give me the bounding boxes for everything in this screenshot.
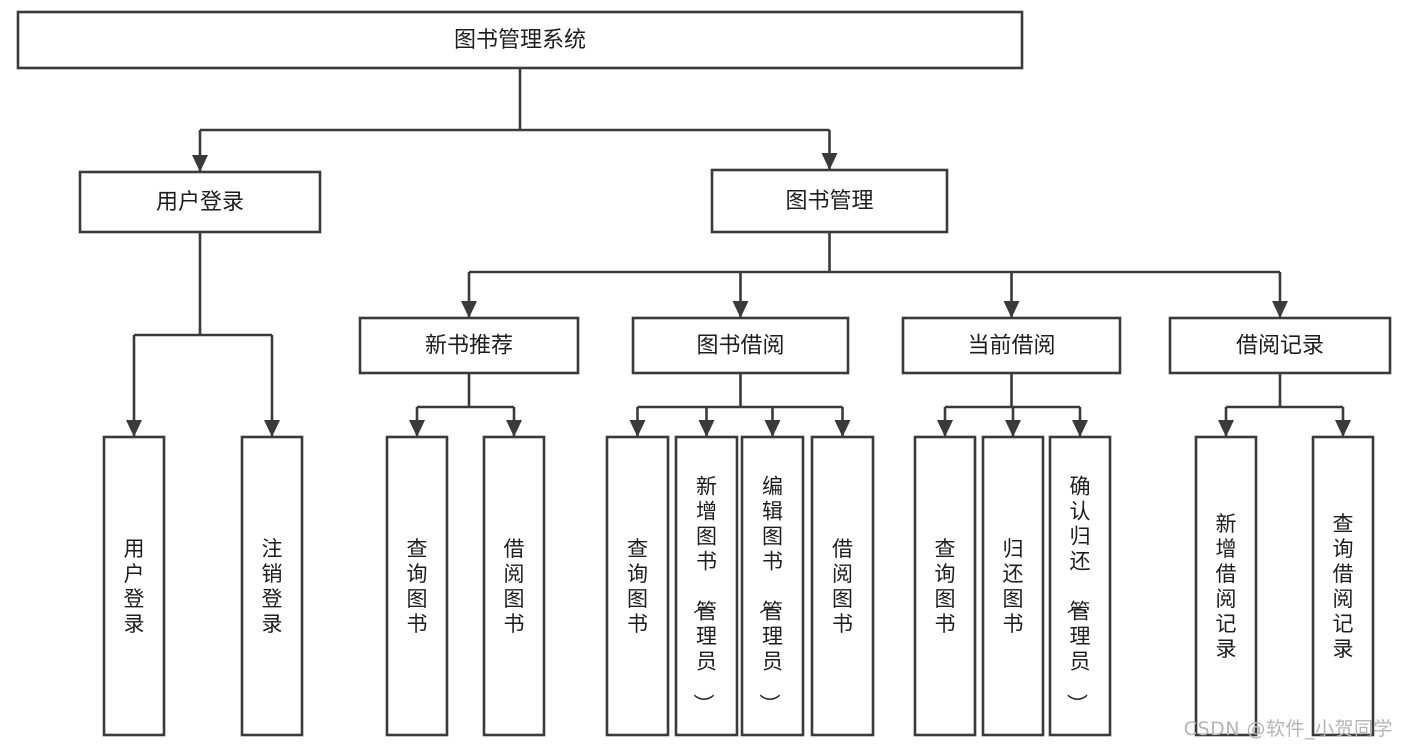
leaf-1-2-box[interactable]: [740, 435, 805, 737]
arrow-head-icon: [264, 420, 280, 437]
arrow-head-icon: [732, 301, 749, 318]
arrow-head-icon: [629, 420, 646, 437]
leaf-2-0[interactable]: 查询图书: [913, 435, 977, 737]
connector-layer: [126, 68, 1351, 437]
leaf-1-0-box[interactable]: [605, 435, 670, 737]
leaf-2-1-label: 归还图书: [1003, 537, 1024, 636]
leaf-user-0[interactable]: 用户登录: [102, 435, 166, 737]
node-sub-2-box[interactable]: [901, 316, 1122, 375]
leaf-0-1-label: 借阅图书: [504, 537, 525, 636]
node-sub-1-label: 图书借阅: [696, 334, 784, 359]
arrow-head-icon: [1335, 420, 1351, 437]
arrow-head-icon: [1218, 420, 1234, 437]
leaf-user-1-label: 注销登录: [262, 537, 283, 636]
node-sub-0[interactable]: 新书推荐: [358, 316, 580, 375]
leaf-3-0[interactable]: 新增借阅记录: [1194, 435, 1258, 737]
arrow-head-icon: [1003, 301, 1020, 318]
node-sub-3-box[interactable]: [1168, 316, 1392, 375]
node-sub-3[interactable]: 借阅记录: [1168, 316, 1392, 375]
leaf-0-1[interactable]: 借阅图书: [482, 435, 546, 737]
arrow-head-icon: [764, 420, 781, 437]
leaf-3-0-label: 新增借阅记录: [1216, 512, 1237, 661]
arrow-head-icon: [834, 420, 851, 437]
leaf-2-1[interactable]: 归还图书: [981, 435, 1045, 737]
node-book-management-box[interactable]: [710, 168, 949, 234]
leaf-2-0-box[interactable]: [913, 435, 977, 737]
leaf-3-0-box[interactable]: [1194, 435, 1258, 737]
leaf-user-1-box[interactable]: [240, 435, 304, 737]
arrow-head-icon: [409, 420, 425, 437]
leaf-user-0-label: 用户登录: [124, 537, 145, 636]
leaf-1-1[interactable]: 新增图书（管理员）: [674, 435, 739, 737]
node-user-login-label: 用户登录: [156, 190, 244, 215]
leaf-user-1[interactable]: 注销登录: [240, 435, 304, 737]
leaf-2-2-box[interactable]: [1048, 435, 1112, 737]
leaf-3-1-label: 查询借阅记录: [1333, 512, 1354, 661]
arrow-head-icon: [1272, 301, 1288, 318]
arrow-head-icon: [821, 153, 838, 170]
node-sub-0-box[interactable]: [358, 316, 580, 375]
leaf-user-0-box[interactable]: [102, 435, 166, 737]
leaf-3-1-box[interactable]: [1311, 435, 1375, 737]
leaf-2-2[interactable]: 确认归还（管理员）: [1048, 435, 1112, 737]
node-sub-1[interactable]: 图书借阅: [631, 316, 850, 375]
leaf-0-1-box[interactable]: [482, 435, 546, 737]
node-sub-2[interactable]: 当前借阅: [901, 316, 1122, 375]
leaf-0-0-box[interactable]: [385, 435, 449, 737]
node-user-login-box[interactable]: [78, 170, 322, 234]
node-sub-0-label: 新书推荐: [425, 334, 513, 359]
arrow-head-icon: [937, 420, 953, 437]
leaf-1-0-label: 查询图书: [627, 537, 648, 636]
node-root-system-box[interactable]: [16, 10, 1024, 70]
leaf-1-0[interactable]: 查询图书: [605, 435, 670, 737]
node-root-system[interactable]: 图书管理系统: [16, 10, 1024, 70]
arrow-head-icon: [506, 420, 522, 437]
leaf-1-3-box[interactable]: [810, 435, 875, 737]
node-sub-2-label: 当前借阅: [967, 334, 1055, 359]
leaf-2-2-label: 确认归还（管理员）: [1065, 475, 1091, 715]
leaf-0-0-label: 查询图书: [407, 537, 428, 636]
node-sub-3-label: 借阅记录: [1236, 334, 1324, 359]
leaf-1-1-label: 新增图书（管理员）: [691, 475, 717, 715]
arrow-head-icon: [461, 301, 477, 318]
leaf-2-1-box[interactable]: [981, 435, 1045, 737]
arrow-head-icon: [1005, 420, 1021, 437]
arrow-head-icon: [126, 420, 142, 437]
leaf-1-3[interactable]: 借阅图书: [810, 435, 875, 737]
node-book-management[interactable]: 图书管理: [710, 168, 949, 234]
node-root-system-label: 图书管理系统: [454, 28, 586, 53]
node-book-management-label: 图书管理: [785, 189, 873, 214]
leaf-1-2[interactable]: 编辑图书（管理员）: [740, 435, 805, 737]
arrow-head-icon: [698, 420, 715, 437]
leaf-1-1-box[interactable]: [674, 435, 739, 737]
node-sub-1-box[interactable]: [631, 316, 850, 375]
node-layer: 图书管理系统用户登录用户登录注销登录图书管理新书推荐查询图书借阅图书图书借阅查询…: [16, 10, 1392, 737]
node-user-login[interactable]: 用户登录: [78, 170, 322, 234]
leaf-2-0-label: 查询图书: [935, 537, 956, 636]
leaf-3-1[interactable]: 查询借阅记录: [1311, 435, 1375, 737]
leaf-1-3-label: 借阅图书: [832, 537, 853, 636]
leaf-0-0[interactable]: 查询图书: [385, 435, 449, 737]
leaf-1-2-label: 编辑图书（管理员）: [757, 475, 783, 715]
arrow-head-icon: [1072, 420, 1088, 437]
arrow-head-icon: [192, 155, 208, 172]
